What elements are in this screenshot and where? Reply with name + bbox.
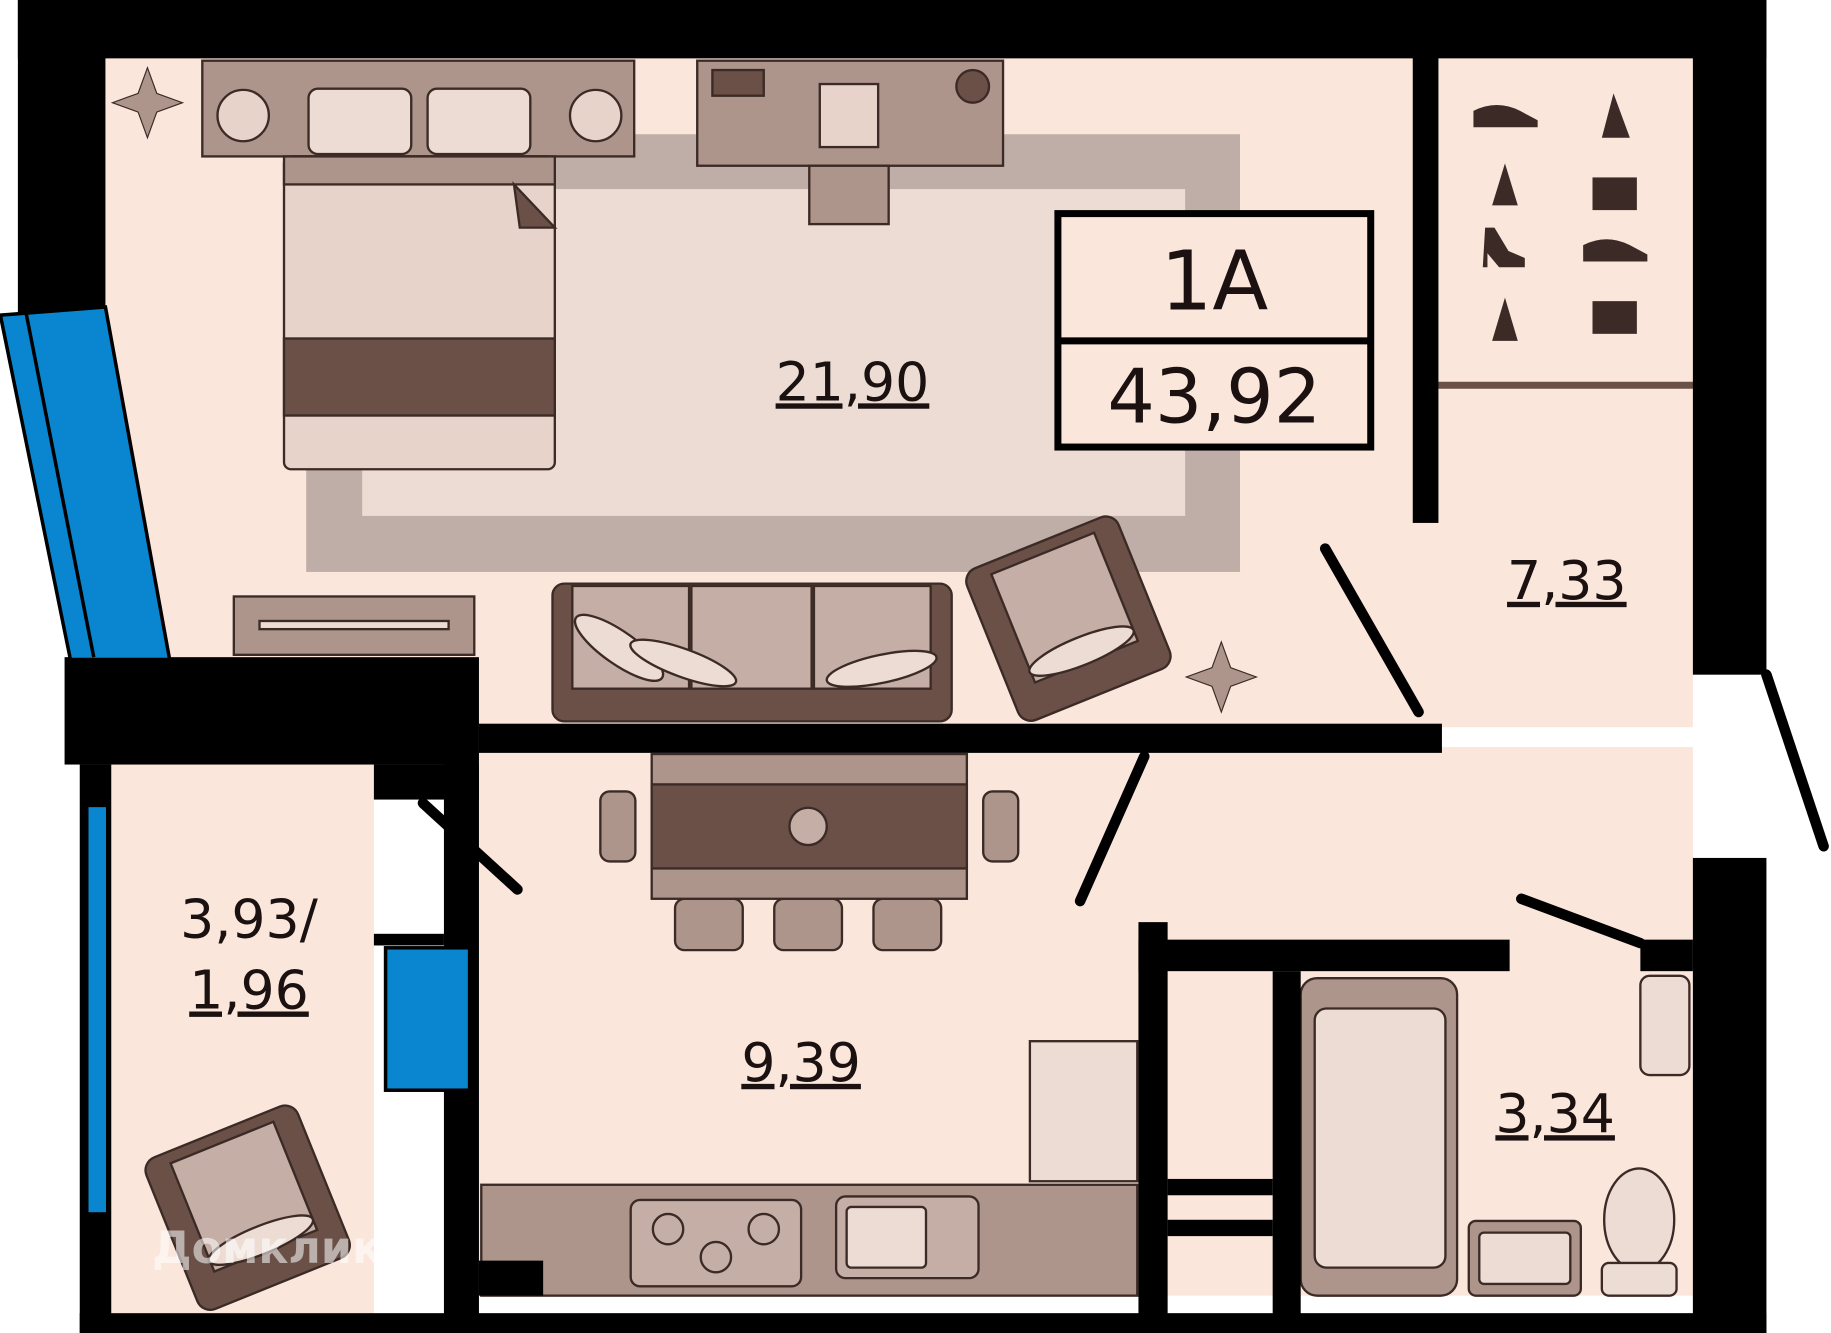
balcony-area-line2: 1,96 [189, 959, 309, 1022]
bathroom-fixtures [1299, 974, 1691, 1297]
bathroom-area: 3,34 [1495, 1082, 1615, 1145]
kitchen-area: 9,39 [741, 1031, 861, 1094]
armchair-balcony [144, 1104, 351, 1311]
apartment-label-box: 1A 43,92 [1054, 210, 1375, 451]
sofa [551, 582, 953, 723]
tv-stand [232, 595, 476, 656]
doors [417, 543, 1829, 949]
balcony-area-line1: 3,93/ [180, 887, 319, 950]
armchair [965, 515, 1172, 722]
bed [201, 59, 636, 471]
wardrobe-area: 7,33 [1507, 549, 1627, 612]
windows [0, 305, 472, 1216]
walls [17, 0, 1767, 1333]
dining-table [599, 752, 1020, 952]
wardrobe-items [1473, 93, 1648, 341]
living-room-area: 21,90 [776, 350, 930, 413]
watermark: Домклик [152, 1223, 382, 1274]
apartment-type: 1A [1160, 234, 1268, 329]
total-area: 43,92 [1107, 354, 1321, 441]
kitchen-counter [480, 1040, 1139, 1297]
desk [696, 59, 1005, 226]
plant-icon [110, 65, 1259, 714]
